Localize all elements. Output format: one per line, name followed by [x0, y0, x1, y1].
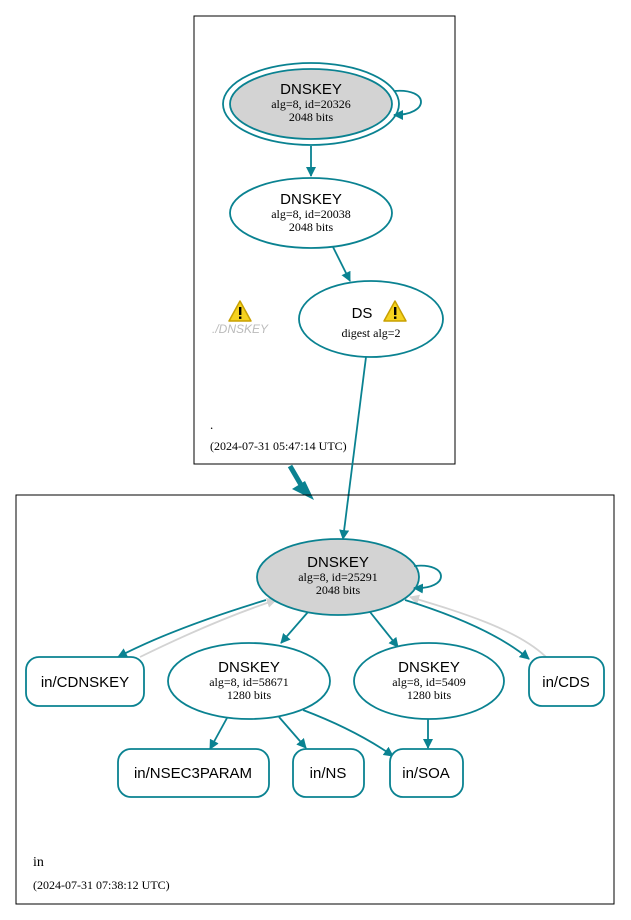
root-zsk-bits: 2048 bits	[289, 220, 334, 234]
zsk1-to-soa-edge	[302, 709, 394, 757]
ns-label: in/NS	[310, 765, 347, 782]
in-zsk2-bits: 1280 bits	[407, 688, 452, 702]
cds-record[interactable]: in/CDS	[528, 656, 605, 707]
root-ksk-alg: alg=8, id=20326	[271, 97, 351, 111]
zone-in-timestamp: (2024-07-31 07:38:12 UTC)	[33, 878, 170, 892]
ns-record[interactable]: in/NS	[292, 748, 365, 798]
ds-title: DS	[352, 305, 373, 322]
warning-icon	[383, 300, 407, 322]
in-zsk1-bits: 1280 bits	[227, 688, 272, 702]
nsec3param-label: in/NSEC3PARAM	[134, 765, 252, 782]
root-zsk-alg: alg=8, id=20038	[271, 207, 351, 221]
in-ksk-to-zsk2-edge	[369, 611, 399, 648]
in-ksk-to-zsk1-edge	[280, 611, 309, 644]
in-zsk2-node[interactable]: DNSKEY alg=8, id=5409 1280 bits	[353, 642, 505, 720]
root-ksk-self-edge	[393, 90, 422, 120]
zone-in-name: in	[33, 855, 44, 870]
root-zsk-node[interactable]: DNSKEY alg=8, id=20038 2048 bits	[229, 177, 393, 249]
cdnskey-record[interactable]: in/CDNSKEY	[25, 656, 145, 707]
zone-root-name: .	[210, 417, 213, 432]
zone-in: in (2024-07-31 07:38:12 UTC) DNSKEY alg=…	[15, 494, 615, 905]
soa-label: in/SOA	[402, 765, 450, 782]
root-zsk-to-ds-edge	[332, 246, 351, 282]
in-ksk-self-edge	[413, 564, 442, 594]
in-ksk-alg: alg=8, id=25291	[298, 570, 378, 584]
ds-node[interactable]: DS digest alg=2	[298, 280, 444, 358]
in-zsk1-title: DNSKEY	[218, 659, 280, 676]
missing-dnskey-node[interactable]: ./DNSKEY	[212, 300, 269, 336]
cds-to-in-ksk-edge	[409, 594, 549, 660]
zsk1-to-ns-edge	[278, 716, 307, 749]
root-ksk-node[interactable]: DNSKEY alg=8, id=20326 2048 bits	[222, 62, 400, 146]
in-ksk-title: DNSKEY	[307, 554, 369, 571]
in-zsk1-alg: alg=8, id=58671	[209, 675, 289, 689]
in-zsk2-alg: alg=8, id=5409	[392, 675, 466, 689]
soa-record[interactable]: in/SOA	[389, 748, 464, 798]
ds-to-in-ksk-edge	[339, 356, 367, 540]
in-ksk-to-cds-edge	[404, 599, 530, 660]
root-ksk-title: DNSKEY	[280, 81, 342, 98]
zsk1-to-nsec3param-edge	[209, 717, 228, 750]
nsec3param-record[interactable]: in/NSEC3PARAM	[117, 748, 270, 798]
warning-icon	[228, 300, 252, 322]
in-zsk2-title: DNSKEY	[398, 659, 460, 676]
zone-in-border	[15, 494, 615, 905]
in-ksk-node[interactable]: DNSKEY alg=8, id=25291 2048 bits	[256, 538, 420, 616]
in-ksk-to-cdnskey-edge	[117, 599, 267, 658]
cdnskey-label: in/CDNSKEY	[41, 674, 129, 691]
cdnskey-to-in-ksk-edge	[139, 598, 277, 658]
in-ksk-bits: 2048 bits	[316, 583, 361, 597]
zone-root-border	[193, 15, 456, 465]
root-ksk-bits: 2048 bits	[289, 110, 334, 124]
root-zsk-title: DNSKEY	[280, 191, 342, 208]
cds-label: in/CDS	[542, 674, 590, 691]
in-zsk1-node[interactable]: DNSKEY alg=8, id=58671 1280 bits	[167, 642, 331, 720]
ds-digest: digest alg=2	[341, 326, 400, 340]
zone-root-timestamp: (2024-07-31 05:47:14 UTC)	[210, 439, 347, 453]
missing-dnskey-label: ./DNSKEY	[212, 322, 269, 336]
zone-root: . (2024-07-31 05:47:14 UTC) DNSKEY alg=8…	[193, 15, 456, 465]
